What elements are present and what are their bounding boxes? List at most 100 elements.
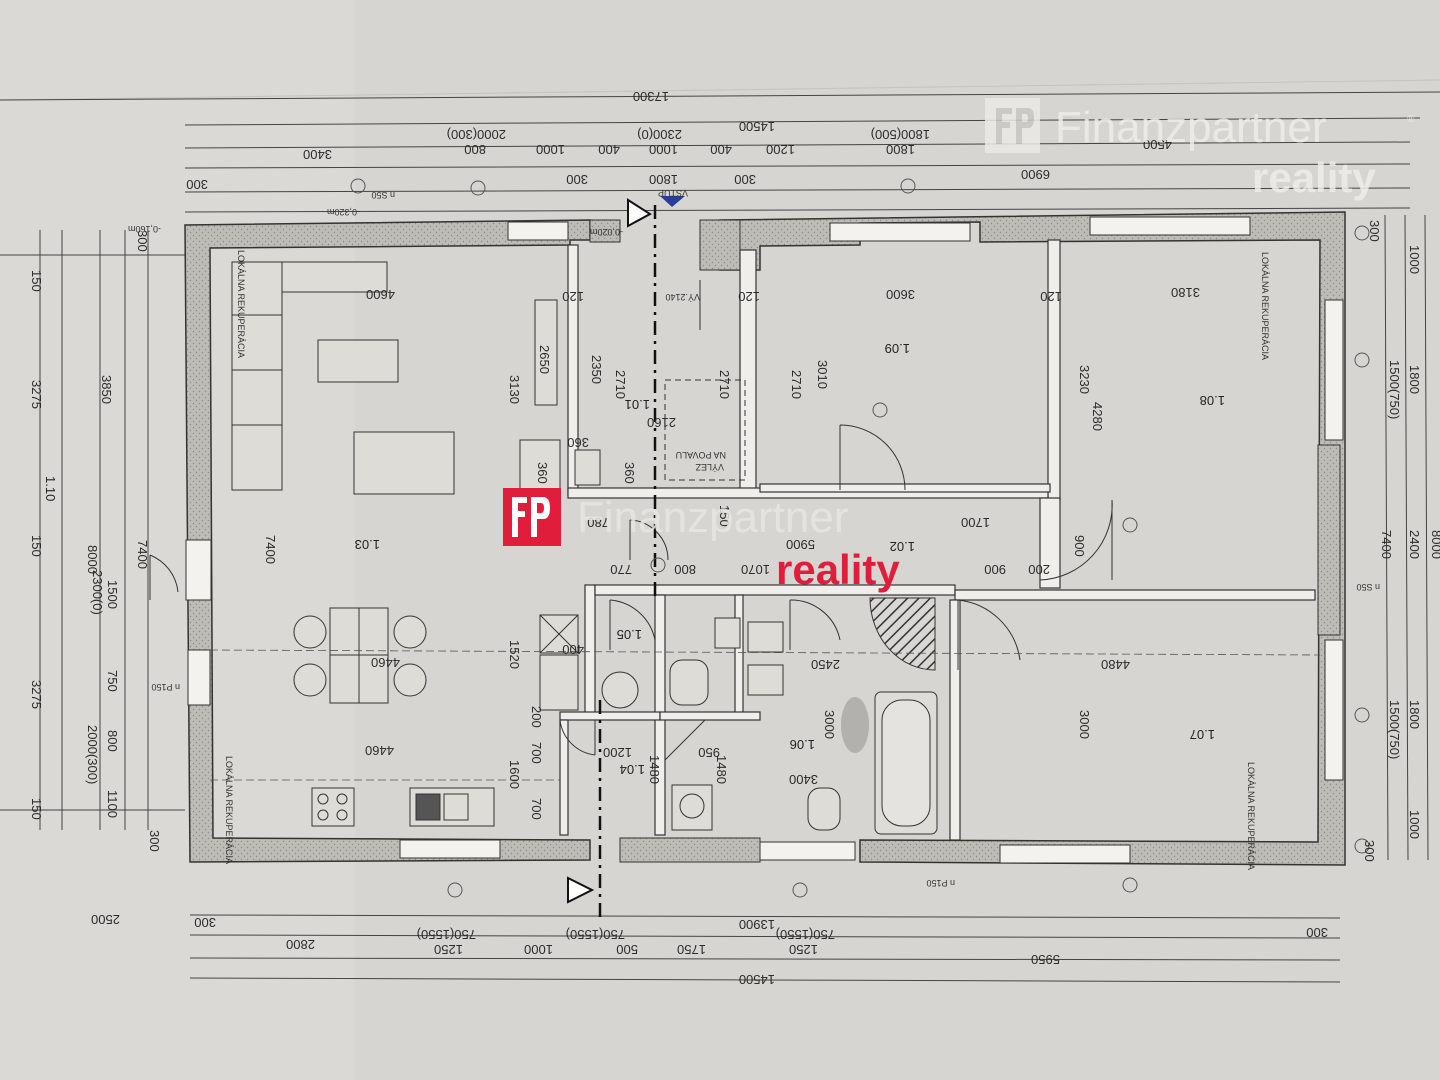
doors bbox=[149, 280, 1113, 761]
dim-bottom-300b: 300 bbox=[1306, 925, 1328, 940]
dim-bottom-1000: 1000 bbox=[524, 942, 553, 957]
right-dimension-lines bbox=[1384, 214, 1429, 861]
dim-inner-900b: 900 bbox=[1072, 535, 1087, 557]
toilet bbox=[807, 787, 841, 831]
washbasin bbox=[714, 617, 741, 649]
dim-inner-1200: 1200 bbox=[603, 745, 632, 760]
level-ceiling: VÝ.2140 bbox=[665, 292, 700, 302]
dim-top-2300: 2300(0) bbox=[637, 127, 682, 142]
dim-top-300b: 300 bbox=[566, 172, 588, 187]
exterior-walls bbox=[184, 211, 1346, 866]
dim-inner-2710a: 2710 bbox=[613, 370, 628, 399]
dim-inner-150: 150 bbox=[717, 505, 732, 527]
dim-left-2300: 2300(0) bbox=[90, 570, 105, 615]
dim-left-3275a: 3275 bbox=[29, 380, 44, 409]
dim-bottom-500: 500 bbox=[616, 942, 638, 957]
dim-inner-3010: 3010 bbox=[815, 360, 830, 389]
dim-inner-200a: 200 bbox=[1028, 562, 1050, 577]
room-label-1-06: 1.06 bbox=[790, 737, 815, 752]
dim-inner-120b: 120 bbox=[738, 289, 760, 304]
washbasin bbox=[747, 621, 784, 653]
dim-inner-780: 780 bbox=[587, 515, 609, 530]
dim-inner-1600: 1600 bbox=[507, 760, 522, 789]
dim-top-total: 17300 bbox=[633, 89, 669, 104]
dim-inner-1070: 1070 bbox=[741, 562, 770, 577]
dim-left-300b: 300 bbox=[147, 830, 162, 852]
dim-bottom-2800: 2800 bbox=[286, 937, 315, 952]
utility-area bbox=[539, 654, 579, 711]
bottom-dimension-lines bbox=[189, 914, 1341, 983]
dim-left-3275b: 3275 bbox=[29, 680, 44, 709]
chair bbox=[393, 615, 427, 649]
corner-shower bbox=[869, 597, 936, 671]
room-labels: 1.01 1.02 1.03 1.04 1.05 1.06 1.07 1.08 … bbox=[43, 341, 1225, 777]
right-dimensions: 1000 1800 1500(750) 2400 7400 1800 1500(… bbox=[1362, 220, 1440, 862]
level-terrace: -0,160m bbox=[128, 224, 161, 234]
dim-inner-1700: 1700 bbox=[961, 515, 990, 530]
dim-top-1200: 1200 bbox=[766, 142, 795, 157]
room-label-1-07: 1.07 bbox=[1190, 727, 1215, 742]
attic-note-b: NA POVALU bbox=[676, 450, 726, 460]
dim-top-14500: 14500 bbox=[739, 119, 775, 134]
room-label-1-02: 1.02 bbox=[890, 539, 915, 554]
dim-bottom-1250b: 1250 bbox=[789, 942, 818, 957]
dim-inner-400: 400 bbox=[562, 642, 584, 657]
dim-inner-2710c: 2710 bbox=[789, 370, 804, 399]
dim-left-8000: 8000 bbox=[85, 545, 100, 574]
dim-inner-1480b: 1480 bbox=[714, 755, 729, 784]
dim-right-1500b: 1500(750) bbox=[1387, 700, 1402, 759]
pillars bbox=[1317, 444, 1341, 636]
dim-bottom-750c: 750(1550) bbox=[776, 927, 835, 942]
chair bbox=[293, 615, 327, 649]
dim-right-1500a: 1500(750) bbox=[1387, 360, 1402, 419]
dim-left-150c: 150 bbox=[29, 798, 44, 820]
washing-machine bbox=[601, 671, 639, 709]
entrance-note: VSTUP bbox=[658, 188, 688, 198]
dim-left-3850: 3850 bbox=[99, 375, 114, 404]
dim-top-1800b: 1800(500) bbox=[871, 127, 930, 142]
sofa-side bbox=[231, 261, 283, 491]
dim-right-1000a: 1000 bbox=[1407, 245, 1422, 274]
dim-left-7400: 7400 bbox=[135, 540, 150, 569]
cabinet bbox=[534, 299, 558, 406]
dim-inner-1520: 1520 bbox=[507, 640, 522, 669]
dim-inner-2450: 2450 bbox=[811, 657, 840, 672]
dim-bottom-2500: 2500 bbox=[91, 912, 120, 927]
dim-bottom-750b: 750(1550) bbox=[566, 927, 625, 942]
dim-right-1800a: 1800 bbox=[1407, 365, 1422, 394]
dim-bottom-1750: 1750 bbox=[677, 942, 706, 957]
level-entry: -0,020m bbox=[590, 227, 623, 237]
dim-inner-3230: 3230 bbox=[1077, 365, 1092, 394]
dim-inner-360c: 360 bbox=[622, 462, 637, 484]
dim-left-2000: 2000(300) bbox=[85, 725, 100, 784]
boiler bbox=[574, 449, 601, 486]
dim-inner-3600: 3600 bbox=[886, 287, 915, 302]
furniture bbox=[231, 261, 938, 835]
level-outside: -0,320m bbox=[327, 207, 360, 217]
dim-bottom-1250a: 1250 bbox=[434, 942, 463, 957]
dim-bottom-total: 14500 bbox=[739, 972, 775, 987]
paper-fold-left bbox=[0, 0, 355, 1080]
window-tag-s50b: n S50 bbox=[371, 190, 395, 200]
room-label-1-05: 1.05 bbox=[617, 627, 642, 642]
room-label-1-08: 1.08 bbox=[1200, 393, 1225, 408]
dim-left-300a: 300 bbox=[135, 230, 150, 252]
room-label-1-03: 1.03 bbox=[355, 537, 380, 552]
dim-right-1800b: 1800 bbox=[1407, 700, 1422, 729]
dim-inner-700a: 700 bbox=[529, 742, 544, 764]
attic-note-a: VÝLEZ bbox=[695, 462, 724, 472]
window-tag-s50: n S50 bbox=[1356, 582, 1380, 592]
dim-inner-360b: 360 bbox=[535, 462, 550, 484]
dim-inner-200b: 200 bbox=[529, 706, 544, 728]
watermark-sub-center: reality bbox=[776, 546, 900, 593]
dim-inner-800: 800 bbox=[674, 562, 696, 577]
watermark-top-right: Finanzpartner ® reality bbox=[985, 98, 1415, 201]
paper-crease bbox=[0, 79, 1440, 101]
dim-right-7400: 7400 bbox=[1379, 530, 1394, 559]
dim-inner-360a: 360 bbox=[567, 435, 589, 450]
watermark-sub-top: reality bbox=[1252, 154, 1376, 201]
dim-inner-2650: 2650 bbox=[537, 345, 552, 374]
dim-right-2400: 2400 bbox=[1407, 530, 1422, 559]
entrance-arrow-icon bbox=[660, 196, 685, 207]
cabinet bbox=[519, 439, 561, 491]
